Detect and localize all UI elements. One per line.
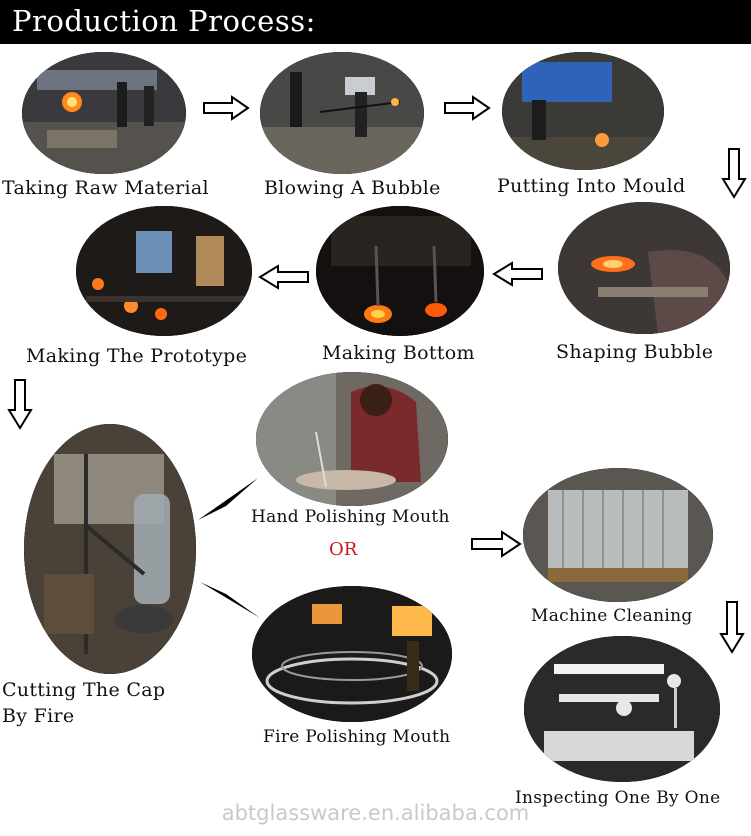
header-banner: Production Process:: [0, 0, 751, 44]
photo-cutting-the-cap: [24, 424, 196, 674]
label-making-bottom: Making Bottom: [322, 342, 475, 364]
pointer-upper: [196, 476, 260, 522]
label-shaping-bubble: Shaping Bubble: [556, 341, 714, 363]
photo-machine-cleaning: [523, 468, 713, 602]
pointer-lower: [198, 580, 262, 620]
arrow-left-2: [492, 261, 544, 287]
photo-fire-polishing-mouth: [252, 586, 452, 722]
label-hand-polishing-mouth: Hand Polishing Mouth: [251, 507, 450, 527]
photo-making-the-prototype: [76, 206, 252, 336]
page-title: Production Process:: [12, 4, 316, 38]
arrow-down-1: [721, 147, 747, 199]
label-putting-into-mould: Putting Into Mould: [497, 175, 686, 197]
arrow-down-2: [7, 378, 33, 430]
label-machine-cleaning: Machine Cleaning: [531, 606, 693, 626]
photo-making-bottom: [316, 206, 484, 336]
arrow-left-1: [258, 264, 310, 290]
watermark: abtglassware.en.alibaba.com: [221, 801, 530, 825]
arrow-right-1: [202, 95, 250, 121]
photo-hand-polishing-mouth: [256, 372, 448, 506]
or-separator: OR: [329, 539, 358, 560]
arrow-down-3: [719, 600, 745, 654]
label-inspecting-one-by-one: Inspecting One By One: [515, 788, 721, 808]
label-blowing-a-bubble: Blowing A Bubble: [264, 177, 441, 199]
label-cutting-the-cap-line2: By Fire: [2, 705, 75, 727]
photo-taking-raw-material: [22, 52, 186, 174]
label-cutting-the-cap-line1: Cutting The Cap: [2, 679, 166, 701]
photo-putting-into-mould: [502, 52, 664, 170]
label-making-the-prototype: Making The Prototype: [26, 345, 248, 367]
arrow-right-3: [470, 530, 522, 558]
photo-shaping-bubble: [558, 202, 730, 334]
photo-blowing-a-bubble: [260, 52, 424, 174]
photo-inspecting-one-by-one: [524, 636, 720, 782]
label-taking-raw-material: Taking Raw Material: [2, 177, 209, 199]
arrow-right-2: [443, 95, 491, 121]
label-fire-polishing-mouth: Fire Polishing Mouth: [263, 727, 451, 747]
